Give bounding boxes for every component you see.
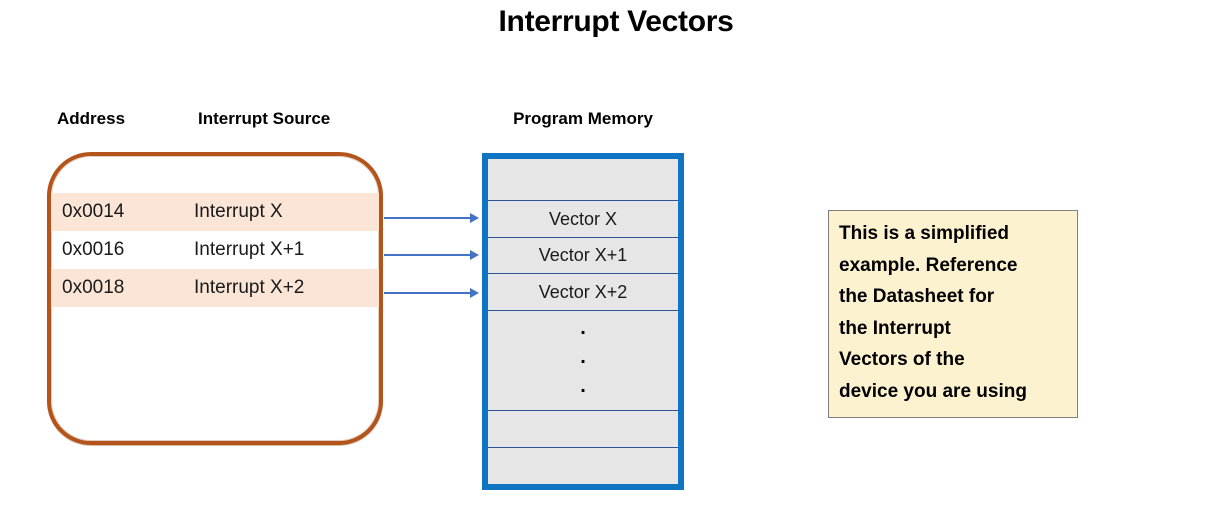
arrow-head [470,213,479,223]
row-source: Interrupt X+2 [194,277,305,298]
page-title: Interrupt Vectors [498,5,734,38]
program-memory-header: Program Memory [513,109,653,128]
table-row: 0x0016 Interrupt X+1 [51,231,379,269]
ellipsis-dot: . [580,375,586,397]
row-address: 0x0014 [62,201,125,222]
interrupt-source-column-header: Interrupt Source [198,109,331,128]
arrow-head [470,288,479,298]
memory-cell-vector-x2: Vector X+2 [488,273,678,310]
memory-cell-empty [488,410,678,447]
row-source: Interrupt X+1 [194,239,305,260]
arrow-right-icon [384,212,479,224]
row-source: Interrupt X [194,201,283,222]
ellipsis-dot: . [580,346,586,368]
memory-cell-empty [488,447,678,483]
ellipsis-dot: . [580,317,586,339]
row-address: 0x0018 [62,277,125,298]
arrow-line [384,217,470,219]
address-column-header: Address [57,109,126,128]
row-address: 0x0016 [62,239,125,260]
arrow-head [470,250,479,260]
memory-ellipsis: . . . [488,310,678,410]
note-callout: This is a simplified example. Reference … [828,210,1078,418]
memory-cell-vector-x: Vector X [488,200,678,237]
arrow-line [384,292,470,294]
memory-cell-vector-x1: Vector X+1 [488,237,678,273]
table-row: 0x0014 Interrupt X [51,193,379,231]
arrow-right-icon [384,249,479,261]
program-memory-box: Vector X Vector X+1 Vector X+2 . . . [482,153,684,490]
table-row: 0x0018 Interrupt X+2 [51,269,379,307]
arrow-right-icon [384,287,479,299]
arrow-line [384,254,470,256]
memory-cell-empty [488,159,678,200]
interrupt-vector-table: 0x0014 Interrupt X 0x0016 Interrupt X+1 … [47,152,383,445]
